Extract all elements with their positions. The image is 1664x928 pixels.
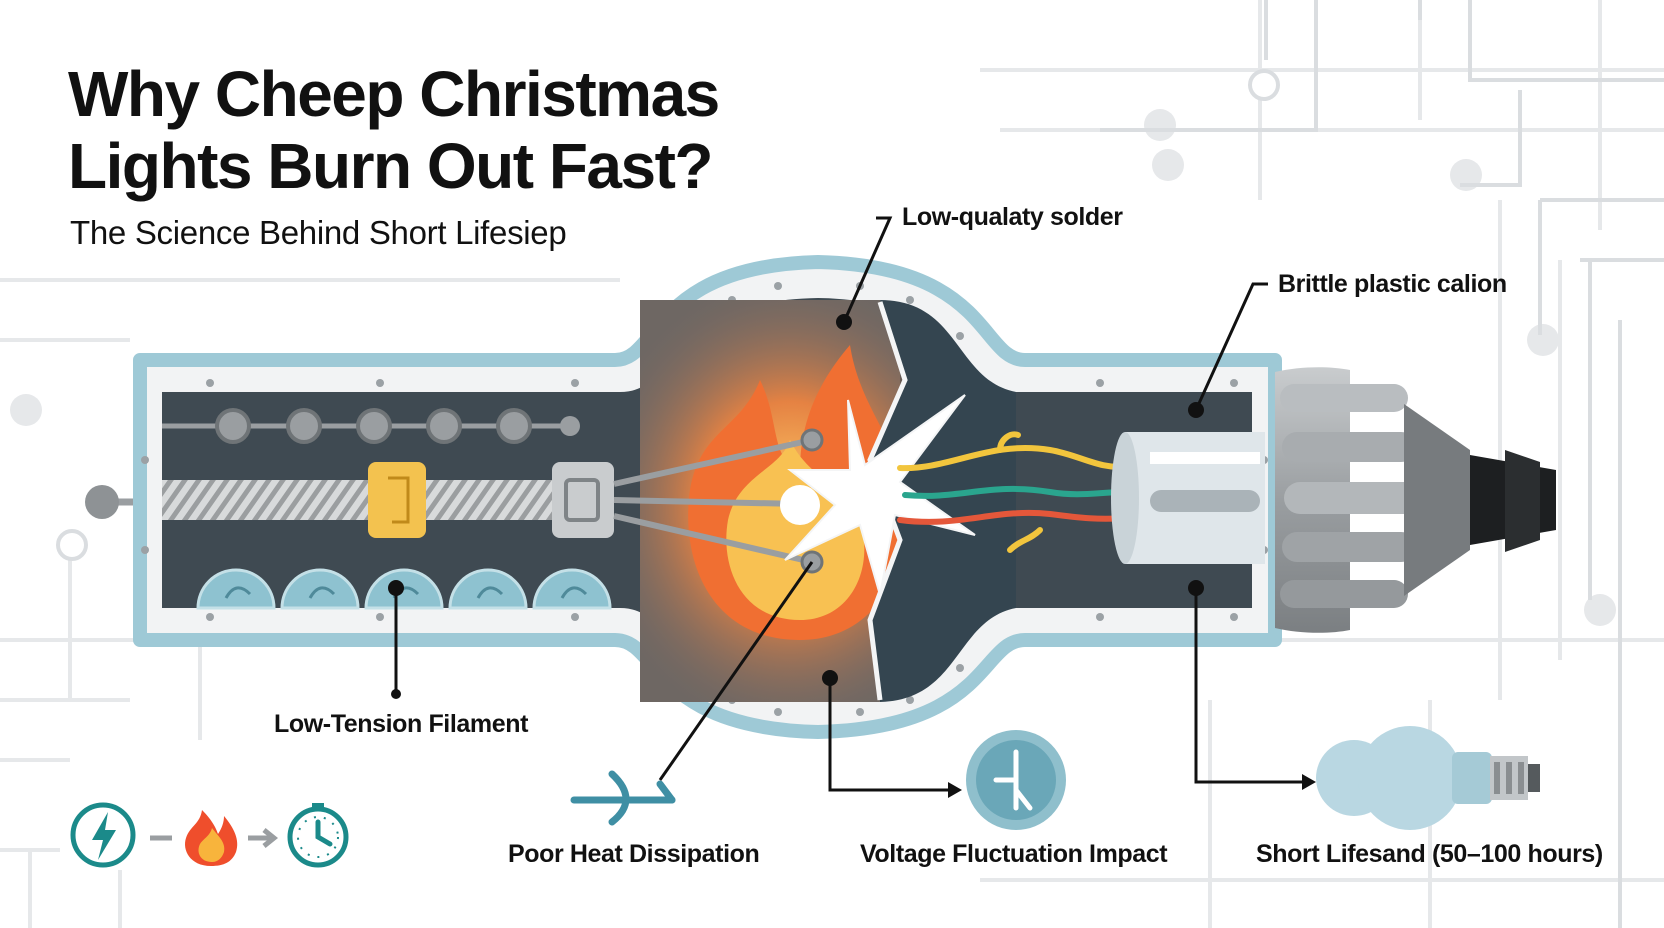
lens-row bbox=[162, 560, 612, 610]
filament-clamp bbox=[552, 462, 614, 538]
casing-rivets bbox=[141, 282, 1268, 716]
contact-chain bbox=[162, 408, 580, 444]
callout-voltage: Voltage Fluctuation Impact bbox=[860, 840, 1168, 868]
page-subtitle: The Science Behind Short Lifesiep bbox=[70, 214, 567, 251]
title-line-2: Lights Burn Out Fast? bbox=[68, 130, 714, 202]
heat-arrow-icon bbox=[570, 770, 676, 826]
circuit-background-dark bbox=[1100, 0, 1664, 928]
flame-icon bbox=[185, 810, 238, 866]
lightning-icon bbox=[70, 802, 136, 868]
twisted-filament bbox=[162, 480, 552, 520]
leader-voltage bbox=[828, 678, 948, 792]
title-line-1: Why Cheep Christmas bbox=[68, 58, 720, 130]
circuit-nodes bbox=[10, 109, 1616, 626]
socket-tube bbox=[1111, 432, 1265, 564]
leader-lifespan bbox=[1194, 588, 1302, 784]
spark-burst bbox=[784, 394, 976, 596]
clock-icon bbox=[287, 803, 349, 868]
callout-dots bbox=[388, 314, 1204, 699]
crack-half bbox=[870, 300, 1016, 702]
arrowhead-voltage bbox=[948, 782, 962, 798]
colored-wires bbox=[897, 431, 1128, 553]
leader-solder bbox=[842, 216, 893, 323]
burnt-bulb-icon bbox=[1316, 726, 1540, 830]
electrode-wires bbox=[613, 437, 813, 565]
page-title: Why Cheep Christmas Lights Burn Out Fast… bbox=[68, 58, 788, 202]
arrowhead-lifespan bbox=[1302, 774, 1316, 790]
circuit-rings bbox=[56, 69, 1280, 561]
voltage-meter-icon bbox=[966, 730, 1066, 830]
cause-flow-legend bbox=[70, 802, 349, 868]
callout-heat: Poor Heat Dissipation bbox=[508, 840, 760, 868]
callout-filament: Low-Tension Filament bbox=[274, 710, 529, 738]
solder-block bbox=[368, 462, 426, 538]
leader-casing bbox=[1194, 282, 1268, 411]
legend-arrow bbox=[248, 828, 279, 848]
callout-solder: Low-qualaty solder bbox=[902, 203, 1123, 231]
leader-heat bbox=[658, 561, 814, 781]
callout-leaders bbox=[394, 216, 1302, 792]
screw-base bbox=[1275, 367, 1556, 633]
callout-lifespan: Short Lifesand (50–100 hours) bbox=[1256, 840, 1603, 868]
callout-casing: Brittle plastic calion bbox=[1278, 270, 1507, 298]
